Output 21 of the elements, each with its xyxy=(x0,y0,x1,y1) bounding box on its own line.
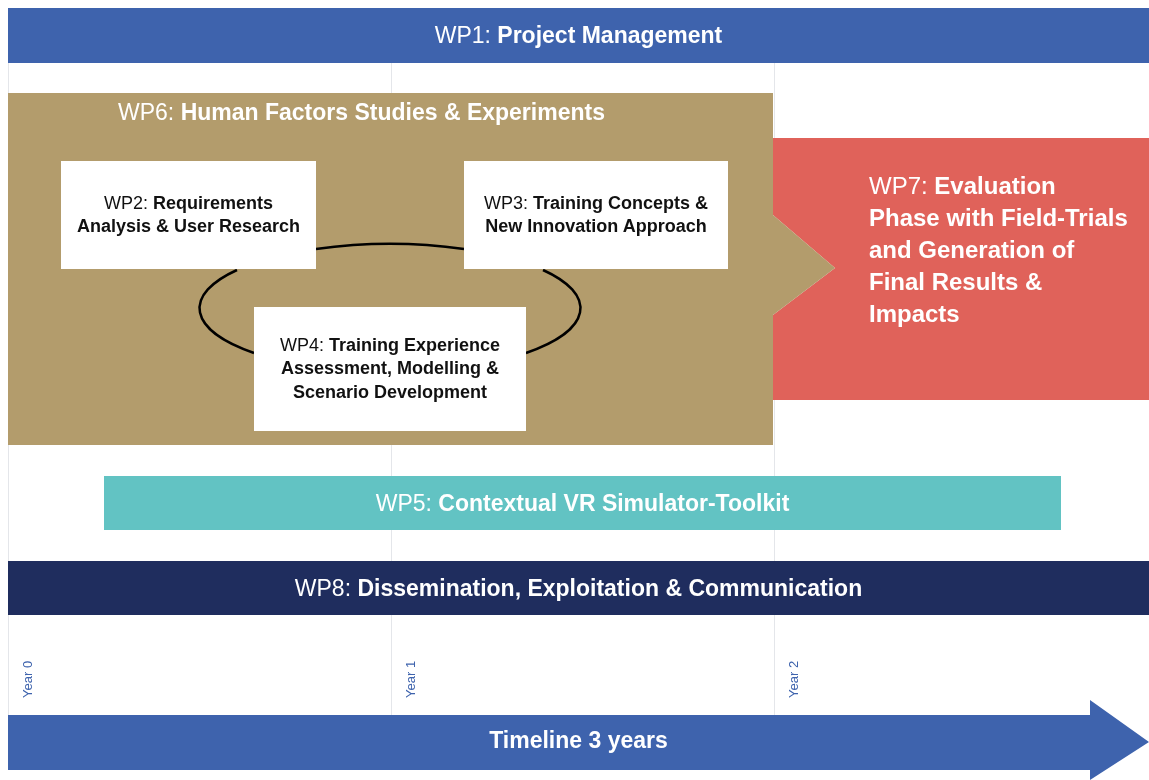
connector-line xyxy=(525,268,582,355)
work-package-title: WP8: Dissemination, Exploitation & Communication xyxy=(294,574,863,602)
work-package-box: WP2: Requirements Analysis & User Research xyxy=(61,161,316,269)
year-label: Year 2 xyxy=(786,660,801,698)
work-package-bar xyxy=(8,561,1149,615)
work-package-banner xyxy=(773,138,1149,400)
work-package-title: WP7: Evaluation Phase with Field-Trials and Generation of Final Results & Impacts xyxy=(869,171,1129,329)
work-package-bar xyxy=(104,476,1061,530)
timeline-label: Timeline 3 years xyxy=(488,727,669,754)
work-package-title: WP5: Contextual VR Simulator-Toolkit xyxy=(375,489,790,517)
work-package-title: WP6: Human Factors Studies & Experiments xyxy=(118,99,605,126)
timeline-arrow xyxy=(8,700,1149,780)
connector-line xyxy=(198,268,255,355)
work-package-box: WP3: Training Concepts & New Innovation Approach xyxy=(464,161,728,269)
year-label: Year 0 xyxy=(20,660,35,698)
work-package-title: WP1: Project Management xyxy=(434,22,723,49)
work-package-bar xyxy=(8,8,1149,63)
work-package-box: WP4: Training Experience Assessment, Modelling & Scenario Development xyxy=(254,307,526,431)
year-label: Year 1 xyxy=(403,660,418,698)
work-package-panel xyxy=(8,93,835,445)
connector-line xyxy=(315,242,465,251)
